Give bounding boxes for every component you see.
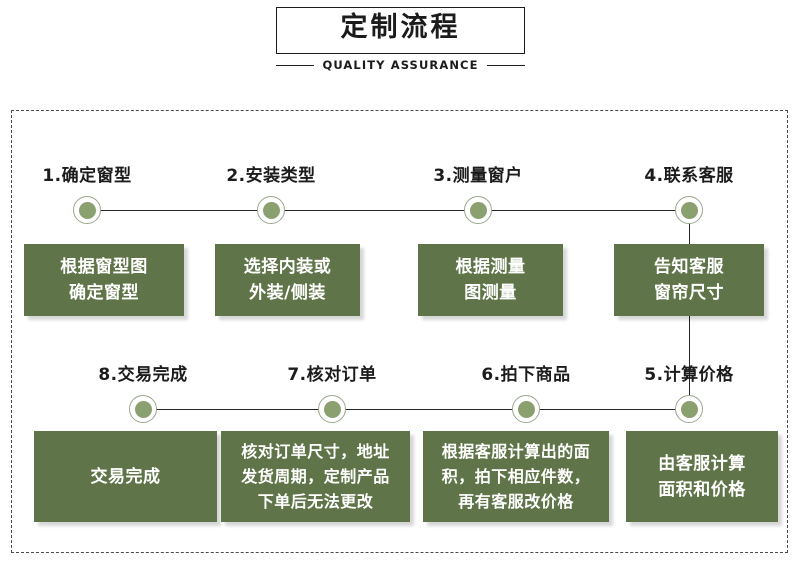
connector-line-top-row xyxy=(87,210,690,211)
step-label-5: 5.计算价格 xyxy=(644,365,734,385)
subtitle-row: QUALITY ASSURANCE xyxy=(276,54,526,76)
page-title: 定制流程 xyxy=(340,12,461,43)
step-card-text-7: 核对订单尺寸，地址 发货周期，定制产品 下单后无法更改 xyxy=(241,442,390,511)
step-label-6: 6.拍下商品 xyxy=(481,365,571,385)
step-card-4: 告知客服 窗帘尺寸 xyxy=(614,244,764,316)
step-node-2[interactable] xyxy=(257,196,285,224)
step-card-6: 根据客服计算出的面 积，拍下相应件数， 再有客服改价格 xyxy=(423,431,609,522)
step-card-text-6: 根据客服计算出的面 积，拍下相应件数， 再有客服改价格 xyxy=(441,442,591,511)
page-subtitle: QUALITY ASSURANCE xyxy=(322,58,479,72)
connector-line-bottom-row xyxy=(130,409,690,410)
step-label-7: 7.核对订单 xyxy=(287,365,377,385)
step-card-text-8: 交易完成 xyxy=(90,466,161,487)
step-node-8[interactable] xyxy=(129,395,157,423)
step-card-text-5: 由客服计算 面积和价格 xyxy=(658,453,746,500)
step-card-5: 由客服计算 面积和价格 xyxy=(626,431,778,522)
step-node-6[interactable] xyxy=(512,395,540,423)
step-card-8: 交易完成 xyxy=(34,431,217,522)
title-frame xyxy=(276,7,525,54)
step-node-3[interactable] xyxy=(464,196,492,224)
step-node-4[interactable] xyxy=(675,196,703,224)
subtitle-rule-right xyxy=(486,64,526,66)
step-node-1[interactable] xyxy=(73,196,101,224)
step-card-text-1: 根据窗型图 确定窗型 xyxy=(60,257,148,303)
step-label-2: 2.安装类型 xyxy=(226,166,316,186)
step-card-7: 核对订单尺寸，地址 发货周期，定制产品 下单后无法更改 xyxy=(221,431,410,522)
subtitle-rule-left xyxy=(276,64,315,66)
step-card-text-2: 选择内装或 外装/侧装 xyxy=(243,257,332,303)
step-card-3: 根据测量 图测量 xyxy=(418,244,563,316)
step-label-8: 8.交易完成 xyxy=(98,365,188,385)
flow-diagram-panel: 1.确定窗型 根据窗型图 确定窗型 2.安装类型 选择内装或 外装/侧装 3.测… xyxy=(11,110,788,553)
step-label-4: 4.联系客服 xyxy=(644,166,734,186)
step-card-1: 根据窗型图 确定窗型 xyxy=(24,244,184,316)
step-card-text-4: 告知客服 窗帘尺寸 xyxy=(654,257,724,303)
step-label-1: 1.确定窗型 xyxy=(42,166,132,186)
step-card-2: 选择内装或 外装/侧装 xyxy=(215,244,360,316)
step-label-3: 3.测量窗户 xyxy=(433,166,523,186)
step-card-text-3: 根据测量 图测量 xyxy=(455,257,526,303)
step-node-5[interactable] xyxy=(675,395,703,423)
step-node-7[interactable] xyxy=(318,395,346,423)
page-header: 定制流程 QUALITY ASSURANCE xyxy=(0,0,800,95)
